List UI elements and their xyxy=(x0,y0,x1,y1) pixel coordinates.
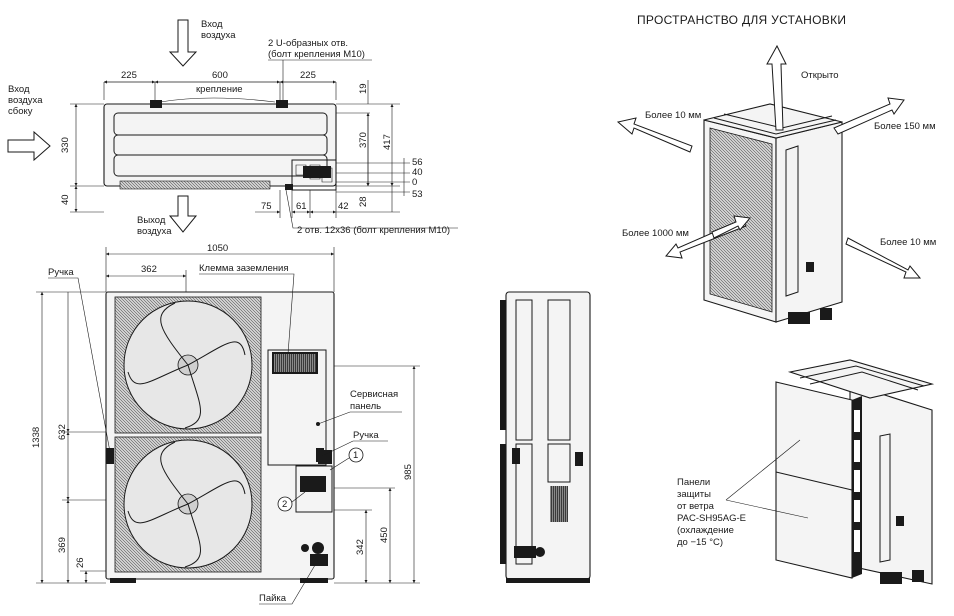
dim-42: 42 xyxy=(338,201,349,212)
dim-370: 370 xyxy=(358,132,369,148)
dim-417: 417 xyxy=(382,134,393,150)
dim-632: 632 xyxy=(57,424,68,440)
wind-panels-label-4: PAC-SH95AG-E xyxy=(677,513,746,524)
dim-19: 19 xyxy=(358,83,369,94)
dim-28: 28 xyxy=(358,196,369,207)
more150-label: Более 150 мм xyxy=(874,121,936,132)
solder-label: Пайка xyxy=(259,593,287,604)
air-out-label-1: Выход xyxy=(137,215,166,226)
dim-450: 450 xyxy=(379,527,390,543)
air-in-top-label-1: Вход xyxy=(201,19,223,30)
circle-1: 1 xyxy=(353,450,358,461)
wind-panels-label-2: защиты xyxy=(677,489,711,500)
wind-panels-label-5: (охлаждение xyxy=(677,525,734,536)
handle-right-label: Ручка xyxy=(353,430,379,441)
install-space: ПРОСТРАНСТВО ДЛЯ УСТАНОВКИ Открыто Более… xyxy=(616,13,936,324)
top-view: Вход воздуха Вход воздуха сбоку Выход во… xyxy=(7,19,458,237)
dim-26: 26 xyxy=(75,557,86,568)
air-in-side-label-3: сбоку xyxy=(8,106,33,117)
dim-56: 56 xyxy=(412,157,423,168)
u-holes-label-2: (болт крепления M10) xyxy=(268,49,365,60)
more10-left-label: Более 10 мм xyxy=(645,110,701,121)
dim-1050: 1050 xyxy=(207,243,228,254)
side-view xyxy=(500,291,591,583)
dim-330: 330 xyxy=(60,137,71,153)
dim-600: 600 xyxy=(212,70,228,81)
install-title: ПРОСТРАНСТВО ДЛЯ УСТАНОВКИ xyxy=(637,13,846,27)
dim-1338: 1338 xyxy=(31,427,42,448)
wind-panels-label-1: Панели xyxy=(677,477,710,488)
handle-left-label: Ручка xyxy=(48,267,74,278)
dim-40-right: 40 xyxy=(412,167,423,178)
air-out-label-2: воздуха xyxy=(137,226,172,237)
wind-panels-label-6: до −15 °С) xyxy=(677,537,723,548)
air-in-side-label-2: воздуха xyxy=(8,95,43,106)
ground-terminal-label: Клемма заземления xyxy=(199,263,288,274)
slots-label: 2 отв. 12x36 (болт крепления M10) xyxy=(297,225,450,236)
circle-2: 2 xyxy=(282,499,287,510)
dim-342: 342 xyxy=(355,539,366,555)
dim-53: 53 xyxy=(412,189,423,200)
dim-0: 0 xyxy=(412,177,417,188)
air-out-arrow xyxy=(168,195,198,233)
dim-61: 61 xyxy=(296,201,307,212)
open-label: Открыто xyxy=(801,70,839,81)
service-panel-label-1: Сервисная xyxy=(350,389,398,400)
more10-right-label: Более 10 мм xyxy=(880,237,936,248)
dim-985: 985 xyxy=(403,464,414,480)
dim-40: 40 xyxy=(60,194,71,205)
dim-362: 362 xyxy=(141,264,157,275)
air-in-side-label-1: Вход xyxy=(8,84,30,95)
air-in-top-label-2: воздуха xyxy=(201,30,236,41)
u-holes-label-1: 2 U-образных отв. xyxy=(268,38,348,49)
front-view: 1050 362 1 xyxy=(31,243,420,605)
dim-225-right: 225 xyxy=(300,70,316,81)
dim-75: 75 xyxy=(261,201,272,212)
dim-369: 369 xyxy=(57,537,68,553)
mount-label: крепление xyxy=(196,84,243,95)
wind-panels-view: Панели защиты от ветра PAC-SH95AG-E (охл… xyxy=(677,359,935,585)
more1000-label: Более 1000 мм xyxy=(622,228,689,239)
dim-225-left: 225 xyxy=(121,70,137,81)
air-in-side-arrow xyxy=(7,130,51,162)
wind-panels-label-3: от ветра xyxy=(677,501,715,512)
air-in-top-arrow xyxy=(168,19,198,67)
service-panel-label-2: панель xyxy=(350,401,381,412)
